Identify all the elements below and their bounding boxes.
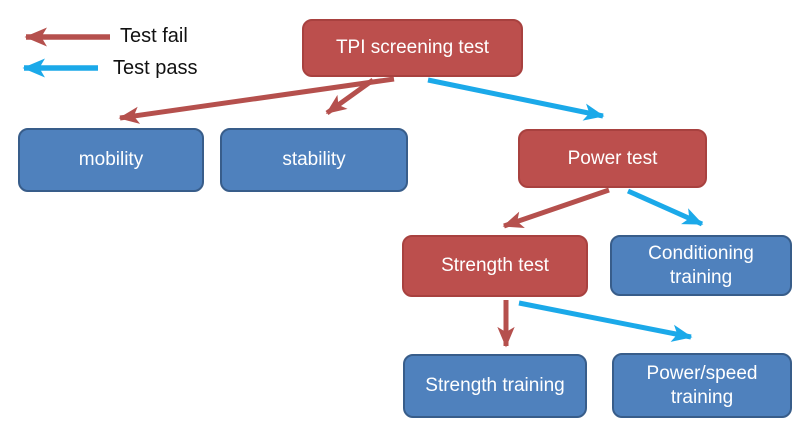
node-strength-training: Strength training bbox=[403, 354, 587, 418]
node-stability: stability bbox=[220, 128, 408, 192]
node-mobility: mobility bbox=[18, 128, 204, 192]
node-label: Conditioning training bbox=[648, 243, 754, 288]
arrow-tpi-to-stability bbox=[325, 77, 375, 116]
node-tpi-screening-test: TPI screening test bbox=[302, 19, 523, 77]
node-label: Power test bbox=[567, 147, 658, 169]
node-power-test: Power test bbox=[518, 129, 707, 188]
node-label: Strength training bbox=[425, 375, 565, 397]
arrow-tpi-to-mobility bbox=[118, 76, 395, 124]
node-power-speed-training: Power/speed training bbox=[612, 353, 792, 418]
arrow-strength-test-to-power-speed-training bbox=[518, 300, 693, 342]
node-label: mobility bbox=[78, 149, 144, 171]
node-conditioning-training: Conditioning training bbox=[610, 235, 792, 296]
node-strength-test: Strength test bbox=[402, 235, 588, 297]
legend-label-test-fail: Test fail bbox=[120, 25, 188, 47]
legend-label-test-pass: Test pass bbox=[113, 57, 198, 79]
node-label: stability bbox=[282, 149, 346, 171]
node-label: TPI screening test bbox=[335, 37, 490, 59]
node-label: Strength test bbox=[441, 255, 549, 277]
arrow-power-test-to-strength-test bbox=[502, 187, 610, 229]
arrow-power-test-to-conditioning-training bbox=[626, 188, 704, 227]
node-label: Power/speed training bbox=[646, 363, 758, 408]
arrow-tpi-to-power-test bbox=[427, 77, 605, 121]
